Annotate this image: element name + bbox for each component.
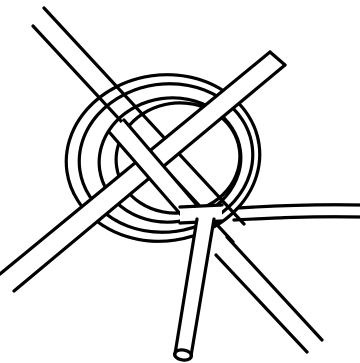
cord-right-tail (234, 205, 360, 220)
